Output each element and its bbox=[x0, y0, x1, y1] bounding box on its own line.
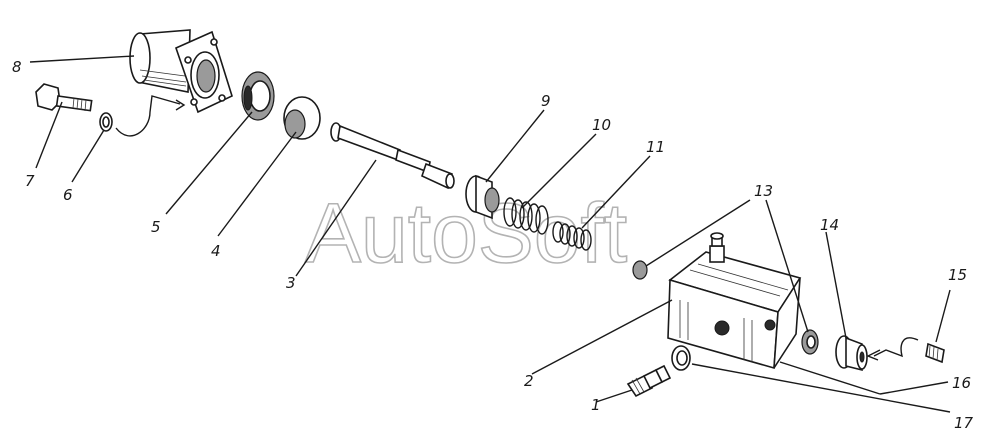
label-17: 17 bbox=[954, 414, 974, 432]
label-10: 10 bbox=[592, 116, 611, 134]
part-9-sleeve bbox=[465, 174, 500, 220]
part-6-lock-washer bbox=[99, 112, 113, 132]
label-16: 16 bbox=[952, 374, 971, 392]
label-1: 1 bbox=[591, 396, 601, 414]
label-13: 13 bbox=[754, 182, 773, 200]
part-5-bearing bbox=[241, 71, 275, 121]
label-14: 14 bbox=[820, 216, 839, 234]
part-7-bolt bbox=[35, 83, 93, 112]
label-2: 2 bbox=[524, 372, 534, 390]
assembly-path-screw bbox=[873, 337, 919, 358]
assembly-arrow-bolt bbox=[175, 99, 186, 111]
assembly-arrow-screw bbox=[866, 349, 881, 361]
label-3: 3 bbox=[286, 274, 296, 292]
leader-lines bbox=[29, 55, 951, 413]
part-4-cap bbox=[283, 96, 321, 140]
part-1-grease-nipple bbox=[626, 364, 672, 398]
label-9: 9 bbox=[541, 92, 551, 110]
part-8-flanged-housing bbox=[129, 29, 233, 114]
part-10-large-spring bbox=[503, 197, 549, 235]
part-13-washer-right bbox=[801, 329, 819, 355]
part-13-washer-left bbox=[632, 260, 648, 280]
label-15: 15 bbox=[948, 266, 967, 284]
label-4: 4 bbox=[211, 242, 221, 260]
label-11: 11 bbox=[646, 138, 665, 156]
label-7: 7 bbox=[25, 172, 35, 190]
part-14-bushing bbox=[835, 335, 868, 372]
part-17-ring bbox=[671, 345, 691, 371]
part-15-set-screw bbox=[925, 342, 945, 364]
label-6: 6 bbox=[63, 186, 73, 204]
label-5: 5 bbox=[151, 218, 161, 236]
label-8: 8 bbox=[12, 58, 22, 76]
part-2-body-block bbox=[667, 232, 802, 370]
part-11-small-spring bbox=[552, 221, 592, 251]
part-3-shaft bbox=[330, 122, 455, 190]
assembly-path-bolt bbox=[115, 95, 181, 137]
